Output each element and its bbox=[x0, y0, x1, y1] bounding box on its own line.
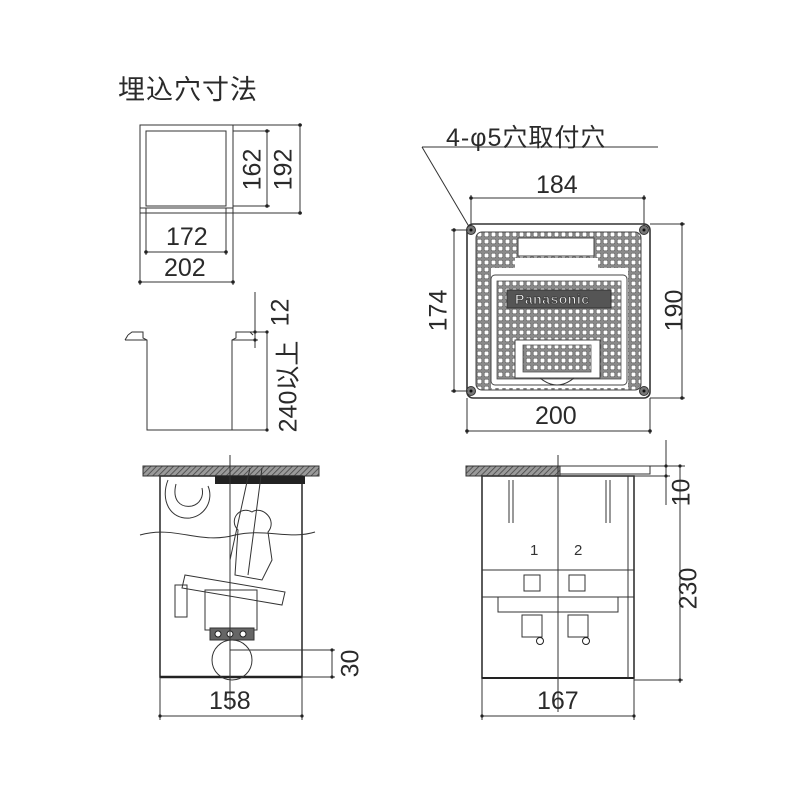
dim-plate-height: 190 bbox=[660, 289, 689, 332]
outlet-label-2: 2 bbox=[574, 542, 583, 559]
dim-outer-width: 202 bbox=[164, 254, 206, 282]
side-view-left bbox=[139, 455, 335, 720]
dim-depth-min: 240以上 bbox=[274, 340, 303, 433]
dim-left-width: 158 bbox=[209, 687, 251, 715]
dim-bottom-clearance: 30 bbox=[336, 649, 365, 678]
dim-inner-width: 172 bbox=[166, 223, 208, 251]
dim-right-depth: 230 bbox=[674, 567, 703, 610]
dim-outer-height: 192 bbox=[269, 148, 298, 191]
dim-inner-height: 162 bbox=[238, 148, 267, 191]
brand-logo: Panasonic bbox=[515, 291, 590, 308]
dim-flange: 12 bbox=[266, 298, 295, 327]
top-view bbox=[421, 146, 685, 434]
embed-hole-title: 埋込穴寸法 bbox=[118, 75, 258, 105]
embed-hole-plan bbox=[138, 123, 302, 285]
dim-right-width: 167 bbox=[537, 687, 579, 715]
dim-plate-width: 200 bbox=[535, 402, 577, 430]
dim-lid: 10 bbox=[667, 478, 696, 507]
dim-hole-pitch-h: 174 bbox=[424, 289, 453, 332]
side-view-right bbox=[465, 440, 685, 720]
hole-section bbox=[124, 292, 269, 432]
outlet-label-1: 1 bbox=[530, 542, 539, 559]
mount-hole-label: 4-φ5穴取付穴 bbox=[446, 124, 607, 152]
dim-hole-pitch-w: 184 bbox=[536, 171, 578, 199]
